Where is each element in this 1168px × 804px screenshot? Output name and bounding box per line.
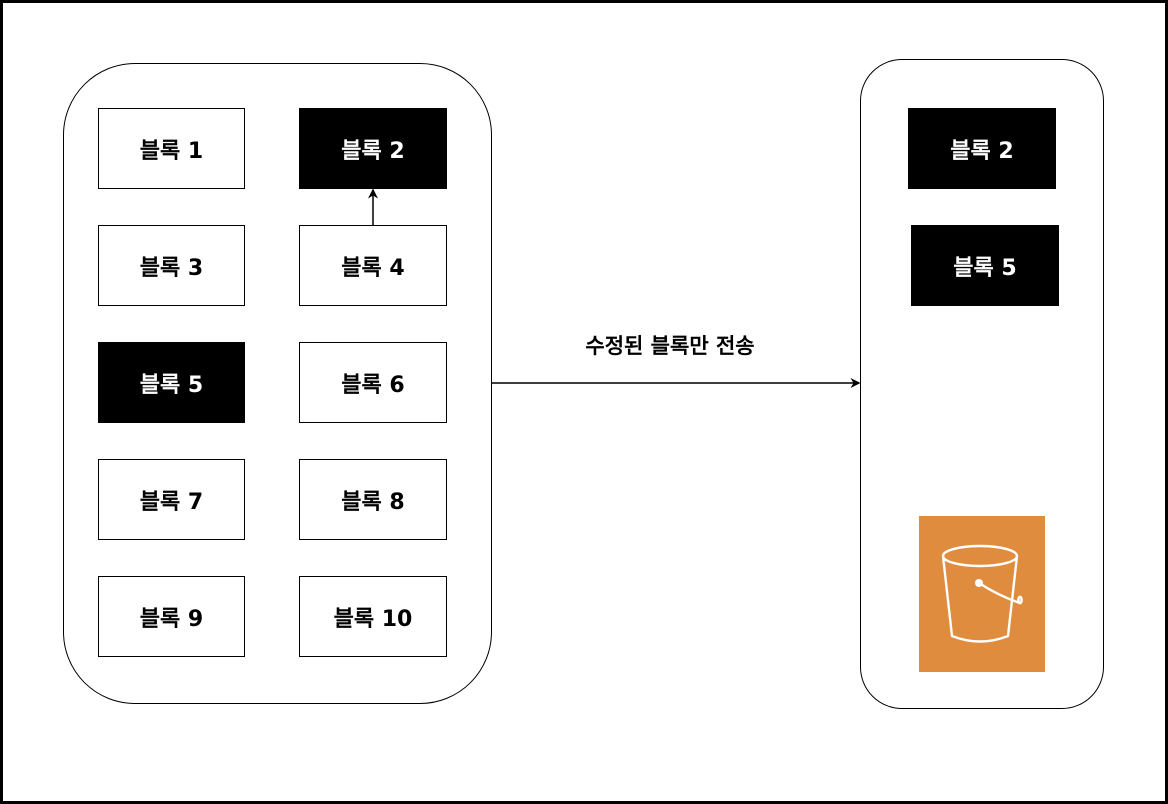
source-block-6: 블록 6 [299, 342, 447, 423]
source-block-9: 블록 9 [98, 576, 245, 657]
source-block-8: 블록 8 [299, 459, 447, 540]
source-block-4: 블록 4 [299, 225, 447, 306]
source-block-3: 블록 3 [98, 225, 245, 306]
source-block-5-label: 블록 5 [139, 372, 204, 398]
source-block-3-label: 블록 3 [139, 255, 204, 281]
source-block-5: 블록 5 [98, 342, 245, 423]
source-block-10: 블록 10 [299, 576, 447, 657]
bucket-glyph [941, 544, 1023, 643]
source-block-2-label: 블록 2 [341, 138, 405, 164]
source-block-8-label: 블록 8 [341, 489, 405, 515]
source-block-9-label: 블록 9 [139, 606, 204, 632]
destination-block-5: 블록 5 [911, 225, 1059, 306]
source-block-1-label: 블록 1 [139, 138, 204, 164]
source-block-1: 블록 1 [98, 108, 245, 189]
source-block-6-label: 블록 6 [341, 372, 405, 398]
destination-block-5-label: 블록 5 [953, 255, 1017, 281]
source-block-10-label: 블록 10 [333, 606, 413, 632]
destination-block-2-label: 블록 2 [950, 138, 1014, 164]
source-block-7-label: 블록 7 [139, 489, 204, 515]
source-block-7: 블록 7 [98, 459, 245, 540]
destination-block-2: 블록 2 [908, 108, 1056, 189]
source-block-2: 블록 2 [299, 108, 447, 189]
transfer-label: 수정된 블록만 전송 [585, 334, 755, 358]
s3-bucket-icon [919, 516, 1045, 672]
source-block-4-label: 블록 4 [341, 255, 405, 281]
